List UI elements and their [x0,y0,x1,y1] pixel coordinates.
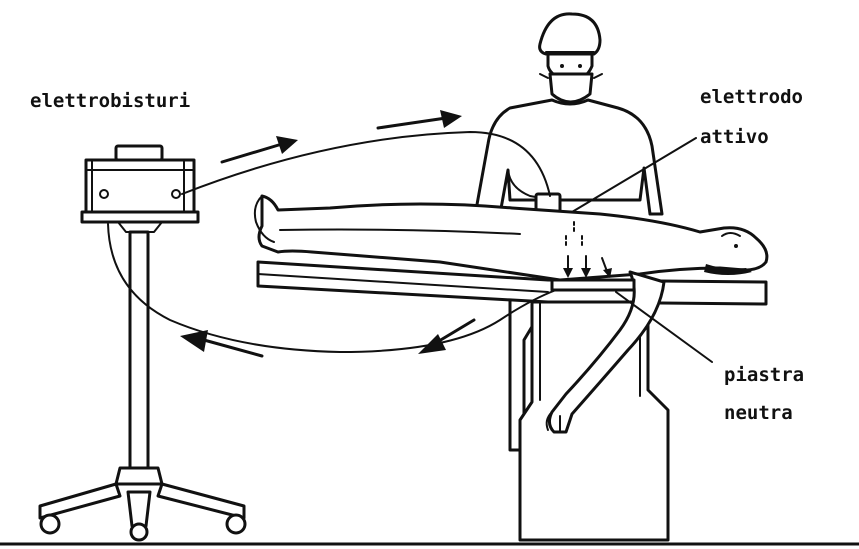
active-electrode-label-line1: elettrodo [700,84,803,110]
neutral-plate-label-line1: piastra [724,362,804,388]
active-electrode-label-line2: attivo [700,124,769,150]
neutral-plate [552,280,634,290]
neutral-plate-label-line2: neutra [724,400,793,426]
device-label: elettrobisturi [30,88,190,114]
